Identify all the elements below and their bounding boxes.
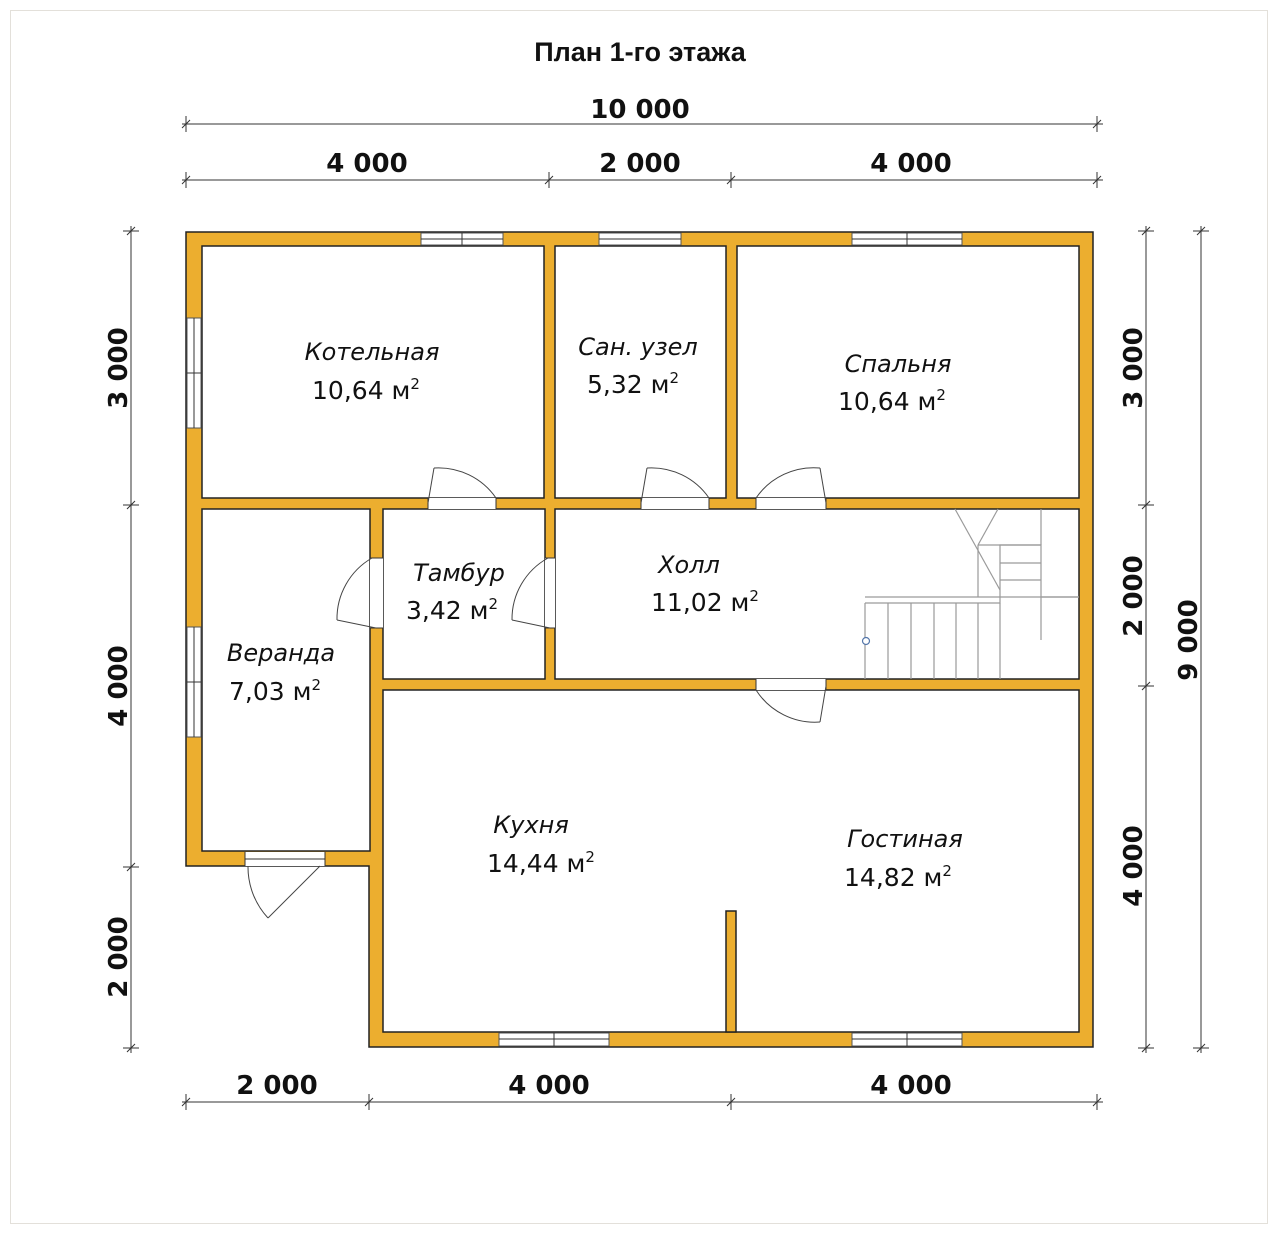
door-kitchen — [755, 679, 827, 723]
room-vestibule — [382, 508, 546, 680]
label-bedroom-area: 10,64 м2 — [838, 386, 946, 416]
right-dimensions: 3 000 2 000 4 000 9 000 — [1119, 226, 1209, 1053]
plan-title: План 1-го этажа — [534, 37, 747, 67]
room-boiler — [201, 245, 545, 499]
door-hall-west — [511, 557, 555, 629]
door-vestibule-west — [336, 557, 383, 629]
label-vestibule-area: 3,42 м2 — [406, 595, 498, 625]
dim-top-1: 4 000 — [326, 149, 407, 179]
door-entrance — [244, 852, 326, 919]
dim-left-2: 4 000 — [104, 645, 134, 726]
window-bottom-living — [851, 1032, 963, 1047]
label-veranda-name: Веранда — [227, 639, 335, 667]
label-kitchen-area: 14,44 м2 — [487, 848, 595, 878]
label-kitchen-name: Кухня — [493, 811, 569, 839]
dim-right-total: 9 000 — [1174, 599, 1204, 680]
dim-right-1: 3 000 — [1119, 327, 1149, 408]
dim-bottom-3: 4 000 — [870, 1071, 951, 1101]
window-top-bath — [598, 232, 682, 246]
drawing-frame — [10, 10, 1268, 1224]
stair-start-dot — [861, 636, 871, 646]
window-left-boiler — [186, 317, 202, 429]
doors — [244, 467, 827, 919]
top-dimensions: 10 000 4 000 2 000 4 000 — [181, 95, 1103, 188]
label-living-area: 14,82 м2 — [844, 862, 952, 892]
left-dimensions: 3 000 4 000 2 000 — [104, 226, 139, 1053]
label-bath-area: 5,32 м2 — [587, 369, 679, 399]
label-veranda-area: 7,03 м2 — [229, 676, 321, 706]
room-bedroom — [736, 245, 1080, 499]
label-hall-name: Холл — [656, 551, 720, 579]
door-bath — [640, 467, 710, 509]
dim-top-total: 10 000 — [590, 95, 690, 125]
dim-right-2: 2 000 — [1119, 555, 1149, 636]
label-boiler-area: 10,64 м2 — [312, 375, 420, 405]
door-boiler — [427, 467, 497, 509]
window-left-veranda — [186, 626, 202, 738]
room-bath — [554, 245, 727, 499]
window-top-bedroom — [851, 232, 963, 246]
label-bath-name: Сан. узел — [578, 333, 697, 361]
label-living-name: Гостиная — [847, 825, 963, 853]
staircase — [861, 508, 1079, 679]
dim-right-3: 4 000 — [1119, 825, 1149, 906]
door-bedroom — [755, 467, 827, 509]
window-top-boiler — [420, 232, 504, 246]
walls — [185, 231, 1094, 1048]
dim-top-2: 2 000 — [599, 149, 680, 179]
label-vestibule-name: Тамбур — [413, 559, 505, 587]
window-bottom-kitchen — [498, 1032, 610, 1047]
dim-bottom-2: 4 000 — [508, 1071, 589, 1101]
dim-top-3: 4 000 — [870, 149, 951, 179]
dim-bottom-1: 2 000 — [236, 1071, 317, 1101]
room-veranda — [201, 508, 371, 852]
windows — [186, 232, 963, 1047]
label-boiler-name: Котельная — [305, 338, 440, 366]
label-bedroom-name: Спальня — [845, 350, 952, 378]
dim-left-3: 2 000 — [104, 916, 134, 997]
room-hall — [554, 508, 1080, 680]
partition-stub — [725, 910, 737, 1033]
room-labels: Котельная 10,64 м2 Сан. узел 5,32 м2 Спа… — [227, 333, 963, 892]
dim-left-1: 3 000 — [104, 327, 134, 408]
bottom-dimensions: 2 000 4 000 4 000 — [181, 1071, 1103, 1110]
label-hall-area: 11,02 м2 — [651, 587, 759, 617]
